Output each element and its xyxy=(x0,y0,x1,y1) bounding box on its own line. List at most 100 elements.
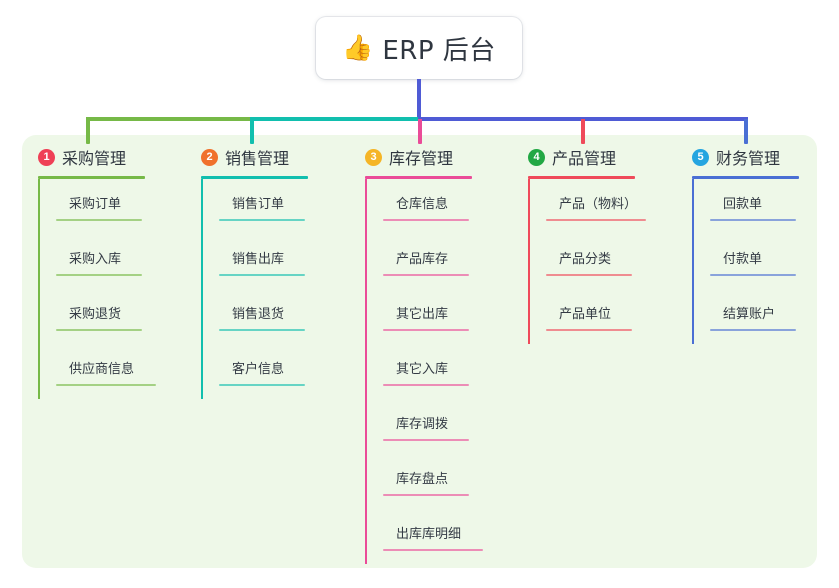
branch-child-label: 仓库信息 xyxy=(396,197,449,212)
branch-child-underline xyxy=(710,274,796,276)
branch-child-underline xyxy=(546,274,632,276)
branch-child-underline xyxy=(710,219,796,221)
branch-child-underline xyxy=(56,384,156,386)
connector-stub-5 xyxy=(744,119,748,144)
branch-child-item[interactable]: 仓库信息 xyxy=(383,179,472,234)
branch-child-item[interactable]: 产品（物料） xyxy=(546,179,646,234)
branch-child-label: 产品（物料） xyxy=(559,197,638,212)
branch-underline xyxy=(38,176,145,179)
root-title: ERP 后台 xyxy=(382,35,496,66)
branch-child-label: 其它出库 xyxy=(396,307,449,322)
branch-child-underline xyxy=(56,329,142,331)
branch-title: 库存管理 xyxy=(389,149,454,168)
branch-child-item[interactable]: 其它出库 xyxy=(383,289,472,344)
branch-child-underline xyxy=(56,219,142,221)
branch-child-item[interactable]: 产品库存 xyxy=(383,234,472,289)
branch-column-1: 1 采购管理采购订单采购入库采购退货供应商信息 xyxy=(38,146,156,399)
branch-child-label: 库存调拨 xyxy=(396,417,449,432)
branch-children: 回款单付款单结算账户 xyxy=(692,179,799,344)
branch-title: 采购管理 xyxy=(62,149,127,168)
thumbs-up-icon: 👍 xyxy=(342,33,374,62)
branch-child-item[interactable]: 其它入库 xyxy=(383,344,472,399)
root-node[interactable]: 👍 ERP 后台 xyxy=(316,17,522,79)
branch-child-underline xyxy=(383,439,469,441)
branch-child-item[interactable]: 出库库明细 xyxy=(383,509,483,564)
branch-children: 采购订单采购入库采购退货供应商信息 xyxy=(38,179,156,399)
branch-underline xyxy=(201,176,308,179)
branch-child-underline xyxy=(383,494,469,496)
branch-child-underline xyxy=(219,274,305,276)
branch-child-underline xyxy=(56,274,142,276)
branch-spine xyxy=(365,179,367,564)
branch-title: 财务管理 xyxy=(716,149,781,168)
connector-stub-4 xyxy=(581,119,585,144)
branch-child-underline xyxy=(219,329,305,331)
branch-underline xyxy=(365,176,472,179)
connector-bar-teal xyxy=(250,117,420,121)
branch-number-badge: 5 xyxy=(692,148,709,166)
branch-child-label: 供应商信息 xyxy=(69,362,135,377)
branch-child-label: 其它入库 xyxy=(396,362,449,377)
branch-child-underline xyxy=(219,219,305,221)
branch-child-item[interactable]: 库存调拨 xyxy=(383,399,472,454)
branch-child-label: 销售退货 xyxy=(232,307,285,322)
branch-children: 仓库信息产品库存其它出库其它入库库存调拨库存盘点出库库明细 xyxy=(365,179,483,564)
branch-child-underline xyxy=(383,219,469,221)
branch-child-item[interactable]: 采购入库 xyxy=(56,234,145,289)
branch-child-item[interactable]: 库存盘点 xyxy=(383,454,472,509)
branch-child-label: 产品分类 xyxy=(559,252,612,267)
branch-header-1[interactable]: 1 采购管理 xyxy=(38,146,145,168)
root-node-content: 👍 ERP 后台 xyxy=(342,30,496,67)
branch-child-label: 采购订单 xyxy=(69,197,122,212)
branch-title: 销售管理 xyxy=(225,149,290,168)
branch-child-item[interactable]: 结算账户 xyxy=(710,289,799,344)
branch-child-underline xyxy=(383,549,483,551)
branch-child-item[interactable]: 采购订单 xyxy=(56,179,145,234)
branch-children: 销售订单销售出库销售退货客户信息 xyxy=(201,179,308,399)
branch-child-underline xyxy=(383,329,469,331)
branch-child-item[interactable]: 客户信息 xyxy=(219,344,308,399)
branch-child-label: 结算账户 xyxy=(723,307,776,322)
branch-children: 产品（物料） 产品分类产品单位 xyxy=(528,179,646,344)
branch-child-item[interactable]: 回款单 xyxy=(710,179,799,234)
connector-stub-2 xyxy=(250,119,254,144)
branch-spine xyxy=(528,179,530,344)
branch-child-label: 产品单位 xyxy=(559,307,612,322)
connector-bar-green xyxy=(86,117,252,121)
branch-underline xyxy=(528,176,635,179)
branch-number-badge: 3 xyxy=(365,148,382,166)
branch-spine xyxy=(38,179,40,399)
branch-child-item[interactable]: 供应商信息 xyxy=(56,344,156,399)
branch-header-3[interactable]: 3 库存管理 xyxy=(365,146,472,168)
branch-header-5[interactable]: 5 财务管理 xyxy=(692,146,799,168)
branch-child-underline xyxy=(546,219,646,221)
branch-child-item[interactable]: 销售订单 xyxy=(219,179,308,234)
branch-child-label: 付款单 xyxy=(723,252,763,267)
branch-number-badge: 4 xyxy=(528,148,545,166)
branch-child-label: 采购退货 xyxy=(69,307,122,322)
branch-child-item[interactable]: 销售退货 xyxy=(219,289,308,344)
branch-child-item[interactable]: 采购退货 xyxy=(56,289,145,344)
branch-child-item[interactable]: 产品分类 xyxy=(546,234,635,289)
branch-child-label: 库存盘点 xyxy=(396,472,449,487)
branch-child-underline xyxy=(383,274,469,276)
branch-spine xyxy=(201,179,203,399)
branch-child-label: 回款单 xyxy=(723,197,763,212)
branch-child-label: 客户信息 xyxy=(232,362,285,377)
branch-child-item[interactable]: 销售出库 xyxy=(219,234,308,289)
branch-underline xyxy=(692,176,799,179)
branch-child-underline xyxy=(710,329,796,331)
branch-child-label: 产品库存 xyxy=(396,252,449,267)
connector-stub-3 xyxy=(418,119,422,144)
branch-child-label: 出库库明细 xyxy=(396,527,462,542)
branch-child-item[interactable]: 付款单 xyxy=(710,234,799,289)
branch-number-badge: 1 xyxy=(38,148,55,166)
branch-child-item[interactable]: 产品单位 xyxy=(546,289,635,344)
branch-child-underline xyxy=(219,384,305,386)
branch-child-label: 采购入库 xyxy=(69,252,122,267)
